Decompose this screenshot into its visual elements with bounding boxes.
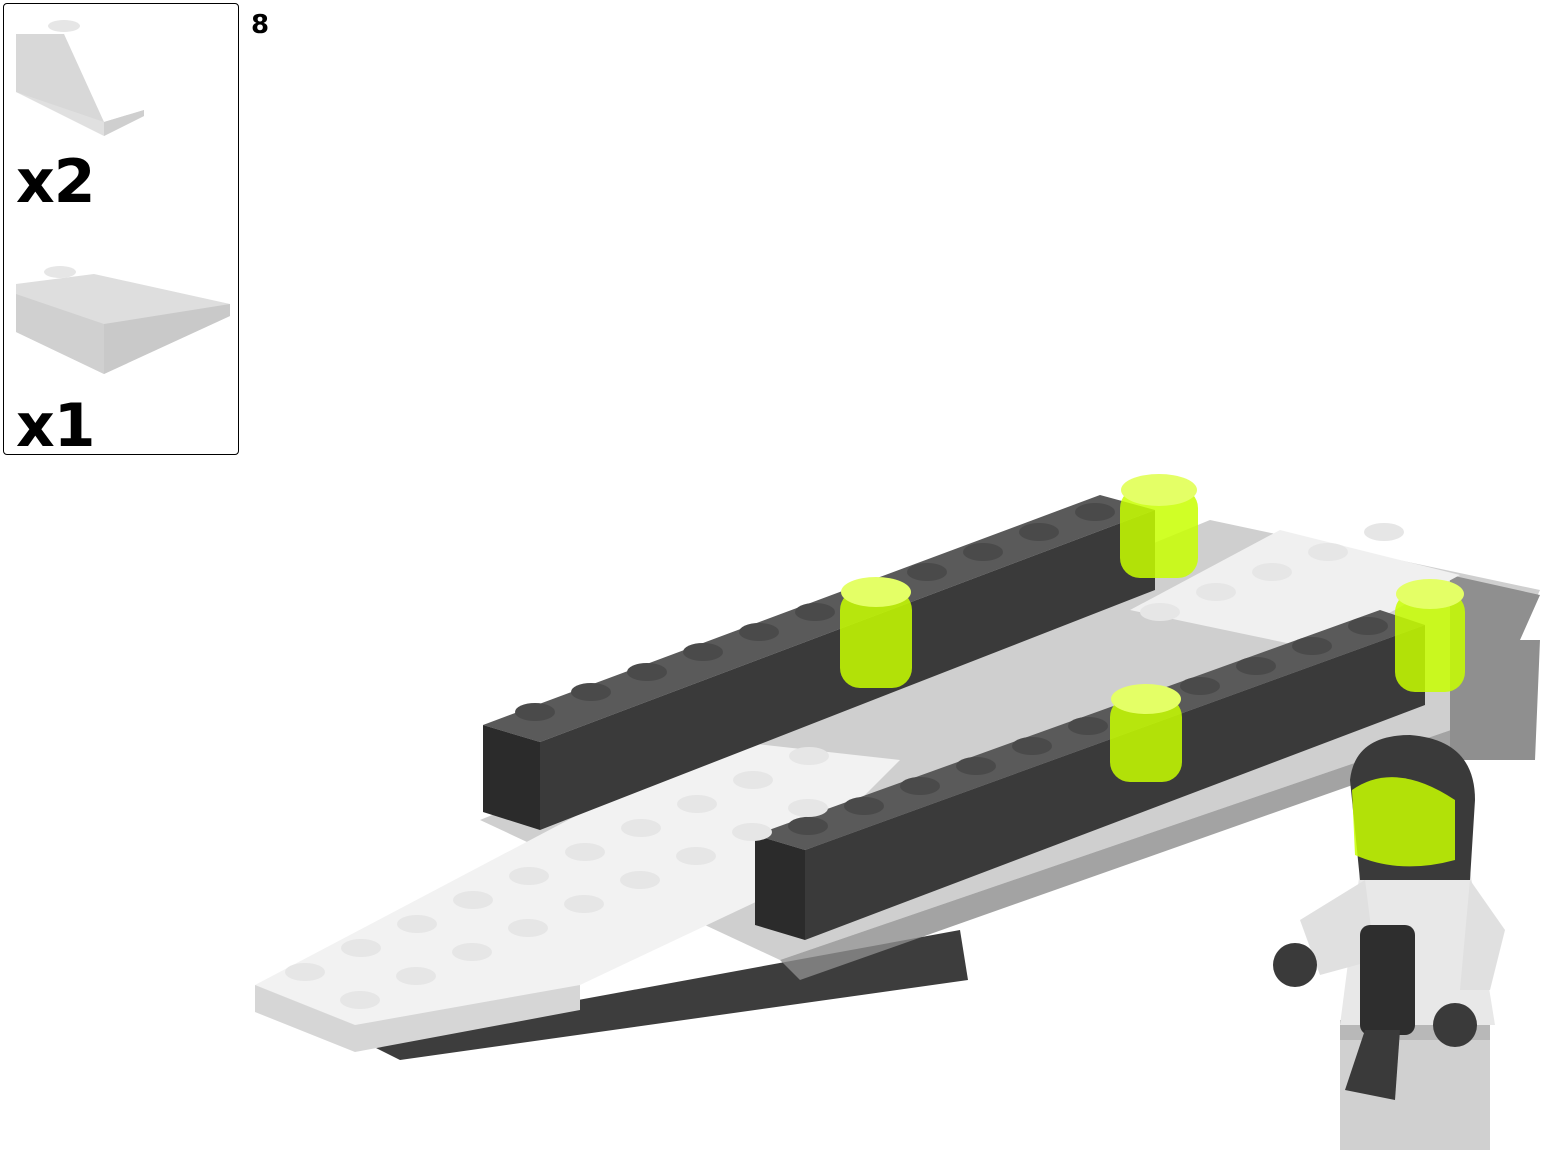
stud <box>453 891 493 909</box>
neon-round-brick <box>1120 474 1198 578</box>
white-nose-plate-edge <box>255 985 580 1052</box>
stud <box>627 663 667 681</box>
stud <box>1364 523 1404 541</box>
minifig-arm <box>1460 880 1505 990</box>
stud <box>844 797 884 815</box>
stud <box>509 867 549 885</box>
blaster-icon <box>1345 925 1415 1100</box>
stud <box>1308 543 1348 561</box>
stud <box>795 603 835 621</box>
stud <box>907 563 947 581</box>
minifigure <box>1273 735 1505 1150</box>
stud <box>285 963 325 981</box>
stud <box>676 847 716 865</box>
minifig-visor <box>1352 777 1455 867</box>
stud <box>733 771 773 789</box>
stud <box>677 795 717 813</box>
stud <box>341 939 381 957</box>
stud <box>340 991 380 1009</box>
stud <box>1252 563 1292 581</box>
step-number: 8 <box>251 10 270 40</box>
stud <box>564 895 604 913</box>
stud <box>452 943 492 961</box>
stud <box>515 703 555 721</box>
stud <box>1140 603 1180 621</box>
stud <box>1348 617 1388 635</box>
stud <box>732 823 772 841</box>
stud <box>621 819 661 837</box>
stud <box>1196 583 1236 601</box>
stud <box>1075 503 1115 521</box>
white-rear-plate <box>1130 530 1460 650</box>
part-quantity: x2 <box>16 147 95 217</box>
stud <box>508 919 548 937</box>
stud <box>900 777 940 795</box>
stud <box>565 843 605 861</box>
neon-round-brick <box>1395 579 1465 692</box>
stud <box>789 747 829 765</box>
stud <box>1180 677 1220 695</box>
stud <box>1292 637 1332 655</box>
stud <box>788 799 828 817</box>
minifig-hand <box>1273 943 1317 987</box>
part-quantity: x1 <box>16 391 95 461</box>
stud <box>788 817 828 835</box>
stud <box>396 967 436 985</box>
parts-list-panel: x2 x1 <box>3 3 239 461</box>
stud <box>571 683 611 701</box>
minifig-hand <box>1433 1003 1477 1047</box>
minifig-arm <box>1300 880 1375 975</box>
stud <box>1068 717 1108 735</box>
stud <box>1012 737 1052 755</box>
neon-round-brick <box>1110 684 1182 782</box>
brick-studs <box>285 503 1404 1009</box>
wedge-plate-2x3-icon <box>16 266 230 374</box>
slope-brick-1x2-icon <box>16 20 144 136</box>
stud <box>683 643 723 661</box>
stud <box>963 543 1003 561</box>
stud <box>1019 523 1059 541</box>
spaceship-model <box>255 474 1540 1060</box>
trans-base-plate-side <box>780 720 1480 980</box>
stud <box>620 871 660 889</box>
stud <box>1236 657 1276 675</box>
neon-round-brick <box>840 577 912 688</box>
stud <box>956 757 996 775</box>
rear-gray-wedge <box>1450 575 1540 760</box>
stud <box>739 623 779 641</box>
stud <box>397 915 437 933</box>
